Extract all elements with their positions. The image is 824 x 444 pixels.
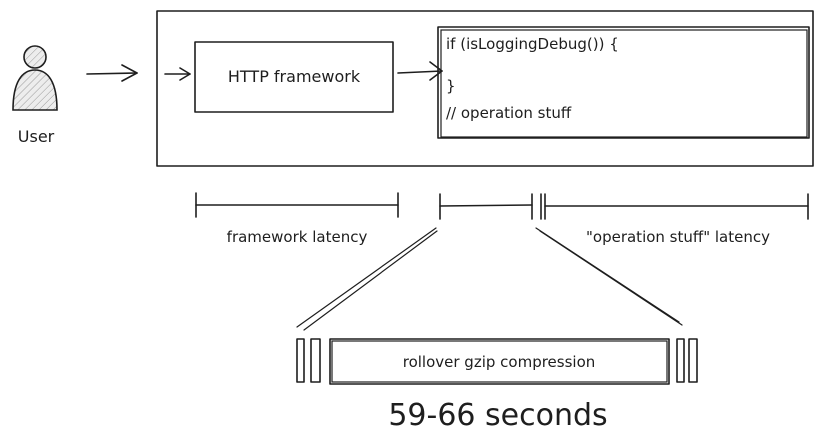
user-body-icon bbox=[12, 69, 58, 111]
code-line-close-brace: } bbox=[446, 77, 456, 95]
rollover-gzip-label: rollover gzip compression bbox=[403, 353, 596, 371]
code-line-operation: // operation stuff bbox=[446, 104, 572, 122]
rollover-gzip-box-inner bbox=[331, 340, 668, 383]
system-boundary-box bbox=[156, 10, 814, 167]
user-label: User bbox=[18, 127, 55, 146]
debug-check-bracket bbox=[439, 193, 533, 220]
operation-latency-label: "operation stuff" latency bbox=[586, 228, 770, 246]
code-box bbox=[437, 26, 810, 139]
rollover-right-ticks bbox=[676, 338, 698, 383]
zoom-lines bbox=[296, 227, 683, 331]
http-framework-box bbox=[194, 41, 394, 113]
duration-label: 59-66 seconds bbox=[388, 398, 607, 433]
user-head-icon bbox=[23, 45, 47, 69]
http-framework-label: HTTP framework bbox=[228, 67, 361, 86]
arrow-user-to-system bbox=[86, 64, 138, 82]
arrow-framework-to-code bbox=[397, 61, 443, 81]
rollover-gzip-box bbox=[329, 338, 670, 385]
user-actor bbox=[12, 45, 58, 111]
rollover-left-ticks bbox=[296, 338, 321, 383]
arrow-into-framework bbox=[164, 67, 191, 81]
code-line-if: if (isLoggingDebug()) { bbox=[446, 35, 619, 53]
framework-latency-bracket bbox=[195, 192, 399, 218]
framework-latency-label: framework latency bbox=[227, 228, 368, 246]
operation-latency-bracket bbox=[540, 193, 809, 220]
